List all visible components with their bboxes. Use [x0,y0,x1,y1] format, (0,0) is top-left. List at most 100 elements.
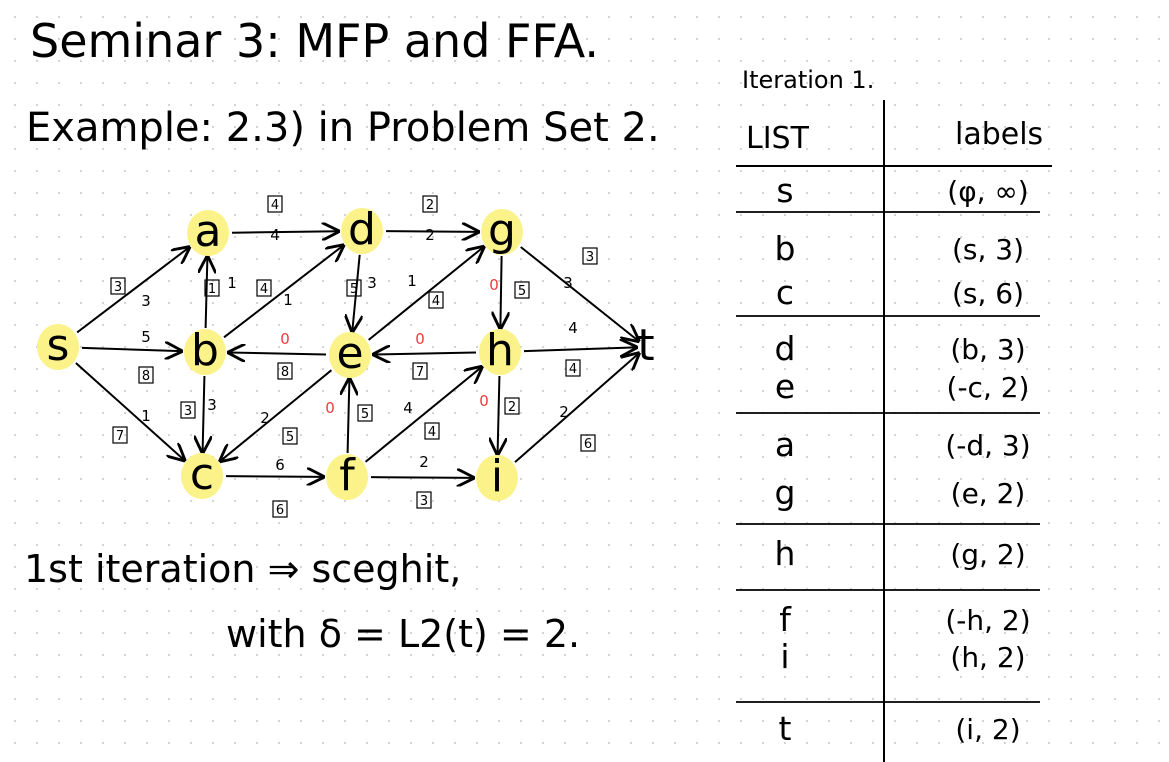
edge-s-b: 58 [81,328,181,384]
svg-text:5: 5 [286,430,294,445]
table-row-label: (b, 3) [950,333,1026,366]
table-row-label: (-h, 2) [945,604,1031,637]
edge-capacity-label: 5 [357,404,373,422]
svg-text:8: 8 [281,365,289,380]
edge-capacity-label: 2 [422,195,438,213]
edge-flow-label: 3 [563,274,573,292]
svg-text:3: 3 [586,250,594,265]
edge-flow-label: 5 [141,328,151,346]
edge-arrow [221,369,333,461]
edge-capacity-label: 8 [138,366,154,384]
node-label: c [190,449,214,500]
node-c: c [181,449,223,500]
node-label: g [488,205,516,256]
edge-capacity-label: 5 [346,279,362,297]
edge-capacity-label: 4 [428,291,444,309]
node-f: f [326,450,368,501]
svg-text:3: 3 [420,494,428,509]
node-e: e [329,328,371,379]
node-label: h [486,325,514,376]
node-highlight [476,455,518,501]
edge-arrow [231,231,338,232]
node-highlight [187,210,229,256]
node-highlight [326,454,368,500]
table-row-label: (i, 2) [955,713,1021,746]
svg-text:4: 4 [569,362,577,377]
node-h: h [479,325,521,376]
edge-e-g: 14 [368,247,484,341]
node-label: e [336,328,363,379]
svg-text:3: 3 [184,404,192,419]
edge-capacity-label: 7 [412,362,428,380]
node-highlight [479,329,521,375]
table-row-label: (φ, ∞) [947,175,1029,208]
edge-capacity-label: 4 [256,279,272,297]
edge-arrow [206,257,208,329]
node-label: d [348,204,376,255]
edge-s-c: 17 [75,362,184,460]
edge-h-t: 44 [523,319,636,377]
node-label: a [195,206,222,257]
edge-f-h: 44 [364,367,482,463]
edge-arrow [75,362,184,460]
edge-s-a: 33 [76,248,189,334]
edge-arrow [348,379,350,454]
node-g: g [481,205,523,256]
edge-flow-label: 3 [207,396,217,414]
table-row-label: (h, 2) [950,641,1026,674]
node-highlight [341,208,383,254]
edge-flow-label: 1 [141,407,151,425]
edge-capacity-label: 6 [580,434,596,452]
edge-flow-label: 6 [275,456,285,474]
labels-column-header: labels [955,117,1044,152]
edge-capacity-label: 8 [277,362,293,380]
example-reference: Example: 2.3) in Problem Set 2. [26,105,660,151]
table-row-label: (-c, 2) [946,371,1030,404]
table-row-node: t [778,709,792,748]
edge-e-b: 08 [229,330,327,380]
edge-flow-label: 1 [283,291,293,309]
list-column-header: LIST [746,121,809,156]
edge-arrow [520,246,638,341]
edge-arrow [352,254,359,331]
edge-arrow [498,375,500,454]
edge-i-t: 26 [514,354,638,463]
edge-arrow [385,231,478,232]
svg-text:1: 1 [208,282,216,297]
svg-text:4: 4 [432,294,440,309]
edge-b-c: 33 [180,375,217,452]
table-row-node: i [780,637,790,676]
node-label: s [47,320,70,371]
edge-flow-label: 0 [325,399,335,417]
table-heading: Iteration 1. [742,66,875,94]
edge-flow-label: 0 [489,276,499,294]
edge-capacity-label: 3 [110,277,126,295]
svg-text:5: 5 [361,407,369,422]
edge-arrow [81,348,181,351]
svg-text:2: 2 [426,198,434,213]
node-label: f [339,450,356,501]
node-d: d [341,204,383,255]
delta-value-line: with δ = L2(t) = 2. [226,612,581,656]
svg-text:4: 4 [260,282,268,297]
edge-arrow [523,347,636,351]
table-row-node: d [774,329,796,368]
svg-text:6: 6 [276,503,284,518]
svg-text:4: 4 [428,425,436,440]
edge-a-d: 44 [231,195,338,244]
edge-flow-label: 4 [403,399,413,417]
edge-arrow [374,352,477,354]
edge-arrow [203,375,205,452]
edge-flow-label: 3 [141,292,151,310]
edge-arrow [76,248,189,334]
edge-b-a: 11 [205,257,237,329]
node-highlight [481,209,523,255]
node-label: b [191,325,219,376]
edge-arrow [364,367,482,463]
edge-b-d: 14 [223,246,343,339]
edge-arrow [370,477,473,478]
edge-capacity-label: 5 [514,281,530,299]
edge-flow-label: 0 [280,330,290,348]
